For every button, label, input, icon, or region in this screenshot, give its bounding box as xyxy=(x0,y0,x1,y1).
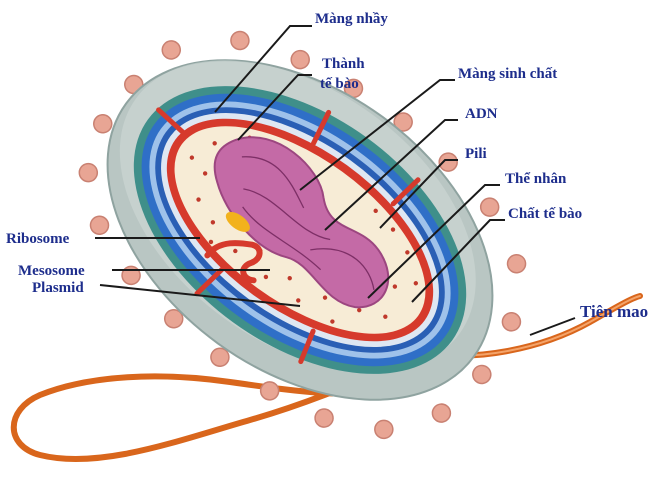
label-thanh-te-bao-2: tế bào xyxy=(320,76,359,92)
label-ribosome: Ribosome xyxy=(6,231,70,247)
label-the-nhan: Thể nhân xyxy=(505,171,567,187)
label-plasmid: Plasmid xyxy=(32,280,84,296)
label-pili: Pili xyxy=(465,146,487,162)
label-mesosome: Mesosome xyxy=(18,263,85,279)
label-chat-te-bao: Chất tế bào xyxy=(508,206,582,222)
label-mang-nhay: Màng nhầy xyxy=(315,11,388,27)
label-adn: ADN xyxy=(465,106,498,122)
label-tien-mao: Tiên mao xyxy=(580,302,648,321)
label-mang-sinh-chat: Màng sinh chất xyxy=(458,66,557,82)
label-thanh-te-bao-1: Thành xyxy=(322,56,365,72)
